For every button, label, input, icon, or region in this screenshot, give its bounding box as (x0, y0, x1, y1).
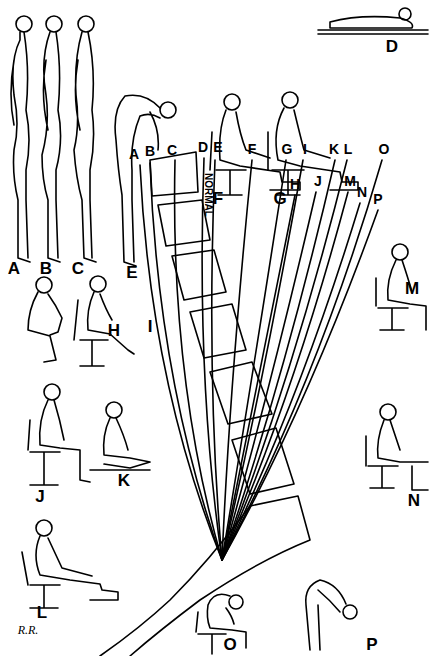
figure-letter: B (40, 260, 52, 277)
figure-letter: H (108, 322, 120, 339)
figure-letter: I (148, 318, 153, 335)
figure-letter: N (408, 492, 420, 509)
figure-letter: C (72, 260, 84, 277)
curve-letter: F (248, 142, 257, 156)
curve-letter: P (373, 192, 382, 206)
figure-letter: P (366, 636, 377, 653)
curve-letter: G (282, 142, 293, 156)
curve-letter: H (290, 177, 300, 191)
curve-note: NORMAL (203, 173, 213, 217)
figure-letter: K (118, 472, 130, 489)
curve-letter: M (344, 174, 356, 188)
figure-letter: A (8, 260, 20, 277)
curve-letter: N (357, 185, 367, 199)
curve-letter: E (213, 140, 222, 154)
curve-letter: K (329, 142, 339, 156)
figure-letter: F (213, 190, 223, 207)
curve-letter: C (167, 143, 177, 157)
curve-letter: A (129, 147, 139, 161)
figure-letter: E (126, 264, 137, 281)
figure-letter: D (386, 38, 398, 55)
curve-letter: B (145, 144, 155, 158)
figure-letter: O (223, 636, 236, 653)
curve-letter: D (198, 140, 208, 154)
figure-letter: J (35, 488, 44, 505)
signature: R.R. (18, 624, 39, 636)
curve-letter: L (344, 142, 353, 156)
figure-letter: G (273, 190, 286, 207)
curve-letter: O (379, 142, 390, 156)
curve-letter: I (303, 142, 307, 156)
curve-letter: J (314, 174, 322, 188)
figure-letter: M (405, 280, 419, 297)
figure-letter: L (37, 604, 47, 621)
